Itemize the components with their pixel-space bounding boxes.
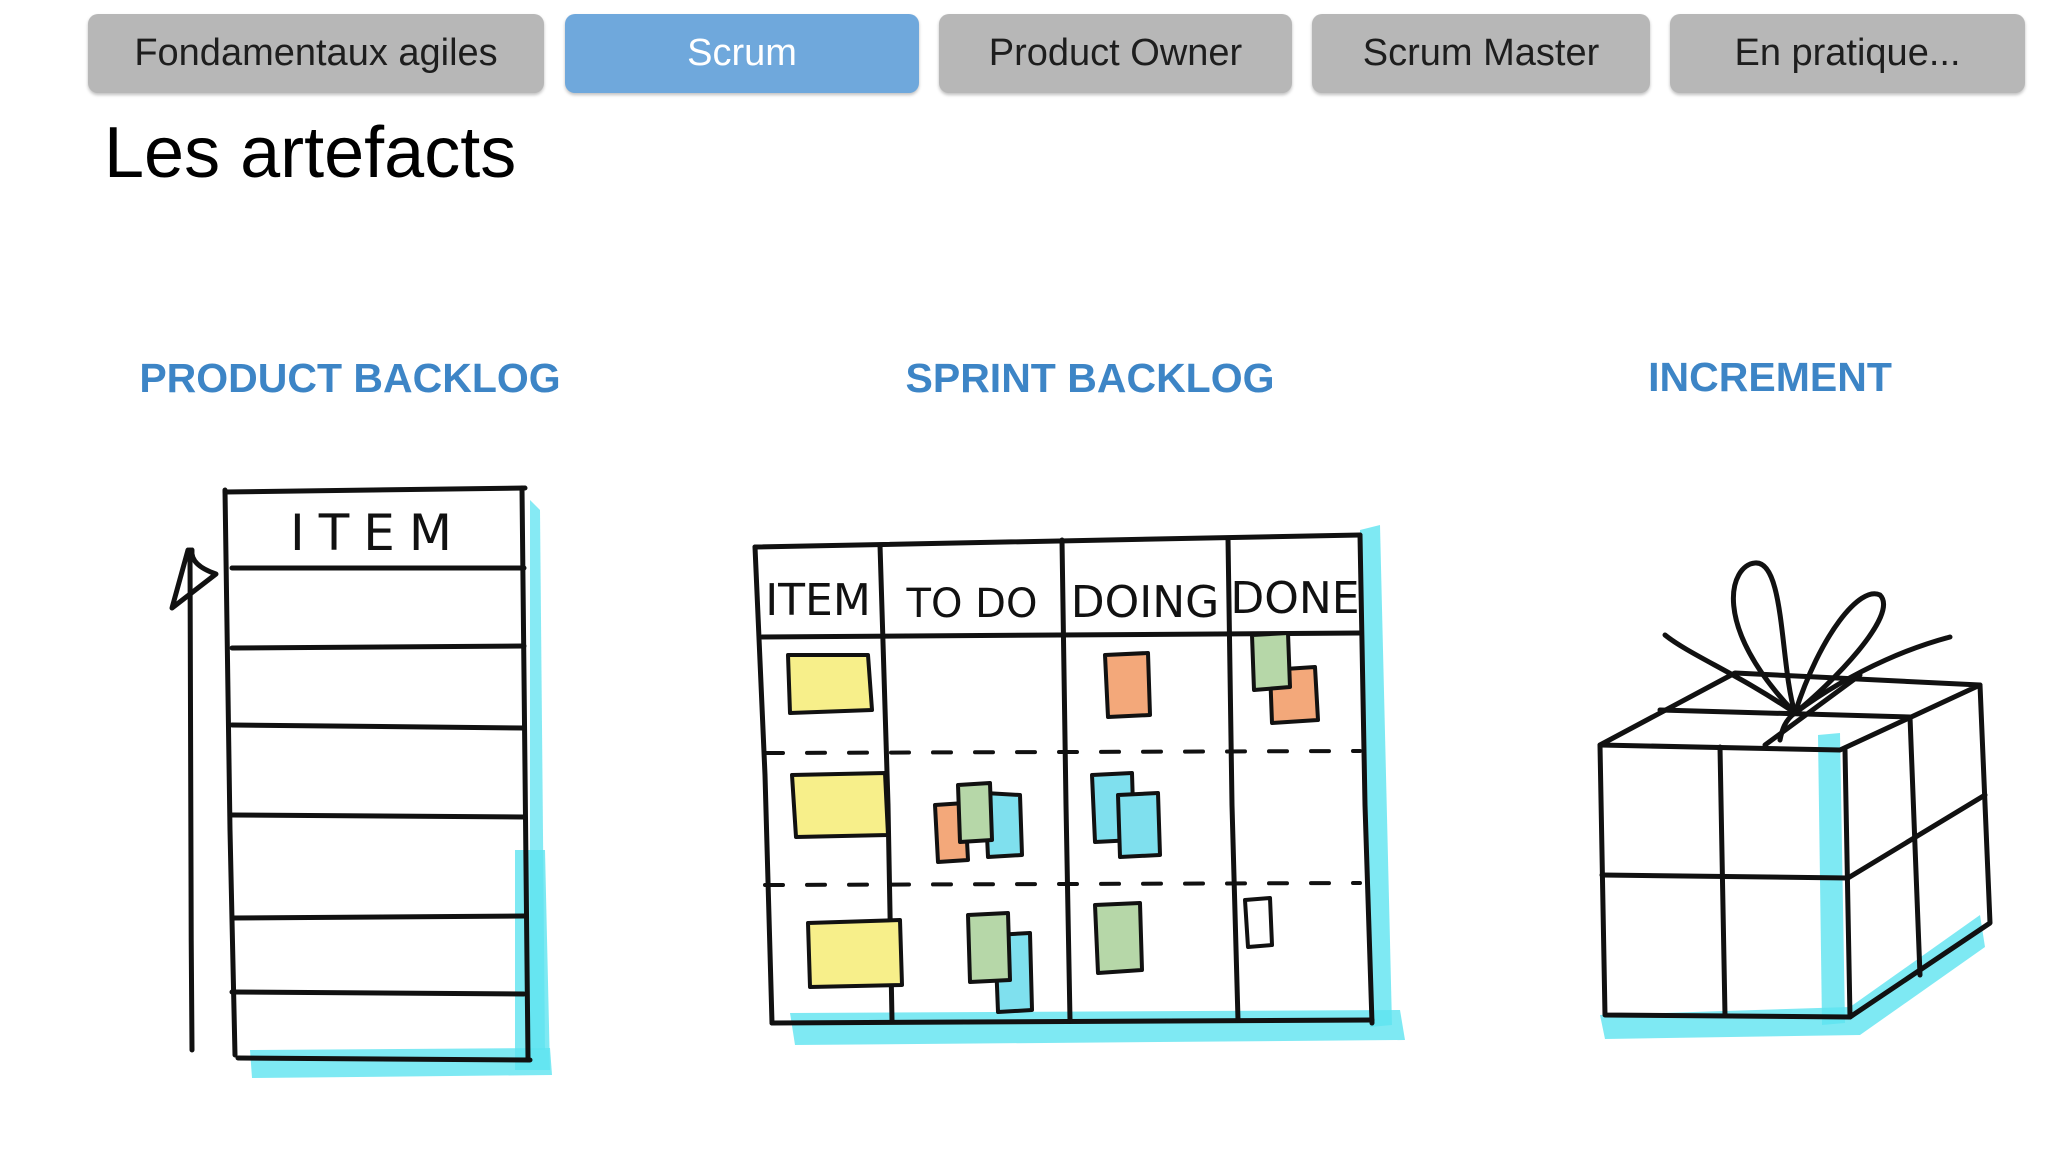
tab-scrum-master[interactable]: Scrum Master xyxy=(1312,14,1650,93)
sprint-col-todo: TO DO xyxy=(906,581,1038,627)
product-backlog-illustration: ITEM xyxy=(169,485,552,1078)
product-backlog-title: PRODUCT BACKLOG xyxy=(139,355,561,401)
top-nav: Fondamentaux agiles Scrum Product Owner … xyxy=(0,0,2048,100)
tab-scrum[interactable]: Scrum xyxy=(565,14,919,93)
sprint-col-item: ITEM xyxy=(765,575,871,626)
tab-fondamentaux-agiles[interactable]: Fondamentaux agiles xyxy=(88,14,544,93)
product-backlog-item-header: ITEM xyxy=(290,504,466,562)
page-title: Les artefacts xyxy=(104,113,517,193)
tab-product-owner[interactable]: Product Owner xyxy=(939,14,1292,93)
sprint-col-done: DONE xyxy=(1230,573,1359,624)
increment-title: INCREMENT xyxy=(1648,354,1892,400)
sprint-col-doing: DOING xyxy=(1071,577,1220,628)
sprint-backlog-illustration: ITEM TO DO DOING DONE xyxy=(752,525,1405,1045)
sprint-backlog-title: SPRINT BACKLOG xyxy=(905,355,1275,401)
tab-en-pratique[interactable]: En pratique... xyxy=(1670,14,2025,93)
increment-gift-illustration xyxy=(1597,560,1993,1039)
